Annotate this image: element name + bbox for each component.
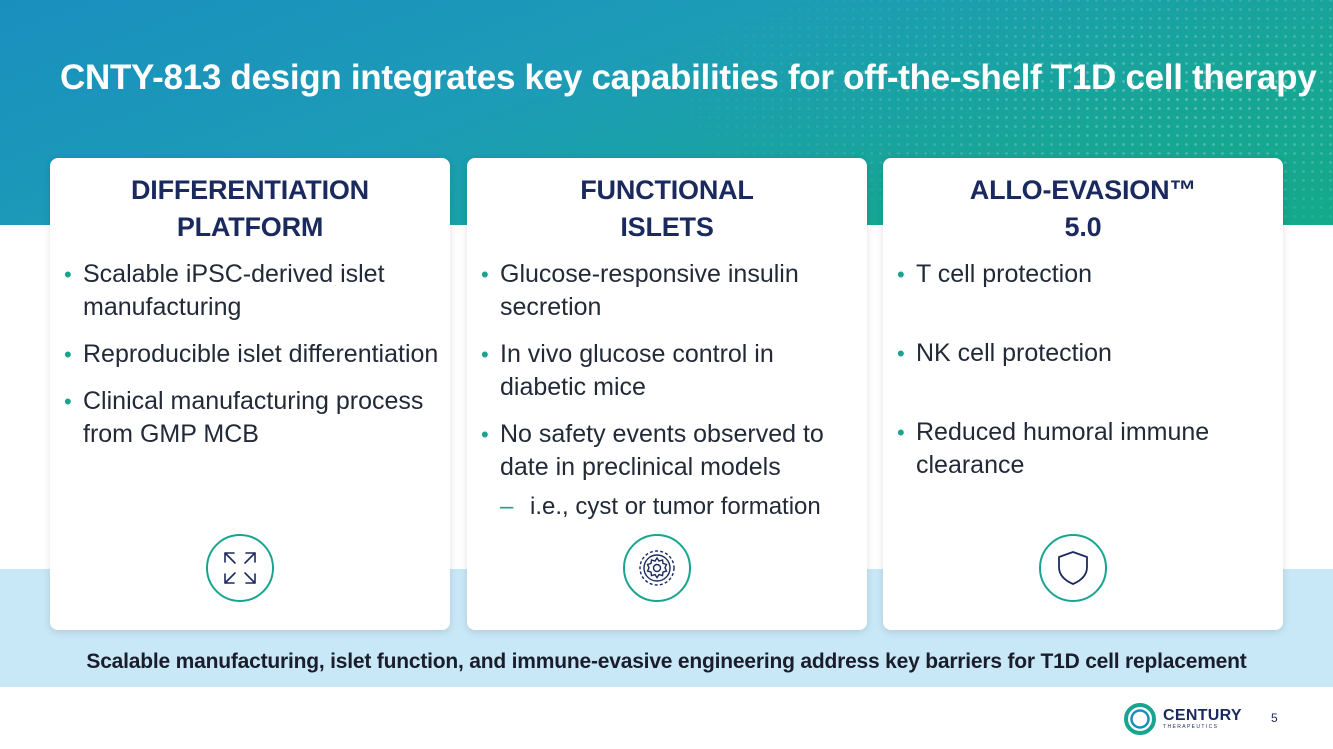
bullet-item: Reproducible islet differentiation xyxy=(64,338,444,371)
page-number: 5 xyxy=(1271,711,1278,725)
bullet-item: No safety events observed to date in pre… xyxy=(481,418,861,523)
card-title-line: FUNCTIONAL xyxy=(580,175,754,205)
bullet-list: Scalable iPSC-derived islet manufacturin… xyxy=(64,258,444,451)
card-title-line: ALLO-EVASION™ xyxy=(969,175,1197,205)
bullet-item: NK cell protection xyxy=(897,337,1277,370)
bullet-item: Glucose-responsive insulin secretion xyxy=(481,258,861,324)
card-title: ALLO-EVASION™ 5.0 xyxy=(883,172,1283,246)
bullet-item: Clinical manufacturing process from GMP … xyxy=(64,385,444,451)
card-title: FUNCTIONAL ISLETS xyxy=(467,172,867,246)
bullet-item: Reduced humoral immune clearance xyxy=(897,416,1277,482)
card-title-line: PLATFORM xyxy=(176,212,324,242)
card-title: DIFFERENTIATION PLATFORM xyxy=(50,172,450,246)
bullet-item: Scalable iPSC-derived islet manufacturin… xyxy=(64,258,444,324)
card-differentiation-platform: DIFFERENTIATION PLATFORM Scalable iPSC-d… xyxy=(50,158,450,630)
gear-cell-icon xyxy=(623,534,691,602)
bullet-text: No safety events observed to date in pre… xyxy=(500,420,824,481)
bullet-item: In vivo glucose control in diabetic mice xyxy=(481,338,861,404)
bullet-list: Glucose-responsive insulin secretion In … xyxy=(481,258,861,523)
card-title-line: 5.0 xyxy=(1064,212,1102,242)
card-functional-islets: FUNCTIONAL ISLETS Glucose-responsive ins… xyxy=(467,158,867,630)
card-allo-evasion: ALLO-EVASION™ 5.0 T cell protection NK c… xyxy=(883,158,1283,630)
logo-mark-icon xyxy=(1124,703,1156,735)
footer-caption: Scalable manufacturing, islet function, … xyxy=(86,650,1247,673)
logo-name: CENTURY xyxy=(1163,706,1242,724)
shield-icon xyxy=(1039,534,1107,602)
card-title-line: DIFFERENTIATION xyxy=(131,175,369,205)
bullet-list: T cell protection NK cell protection Red… xyxy=(897,258,1277,482)
expand-arrows-icon xyxy=(206,534,274,602)
sub-bullet-item: i.e., cyst or tumor formation xyxy=(500,490,861,523)
bullet-item: T cell protection xyxy=(897,258,1277,291)
logo-subtitle: THERAPEUTICS xyxy=(1163,723,1219,730)
card-title-line: ISLETS xyxy=(620,212,714,242)
slide-title: CNTY-813 design integrates key capabilit… xyxy=(60,58,1317,97)
company-logo: CENTURY THERAPEUTICS xyxy=(1123,702,1242,736)
